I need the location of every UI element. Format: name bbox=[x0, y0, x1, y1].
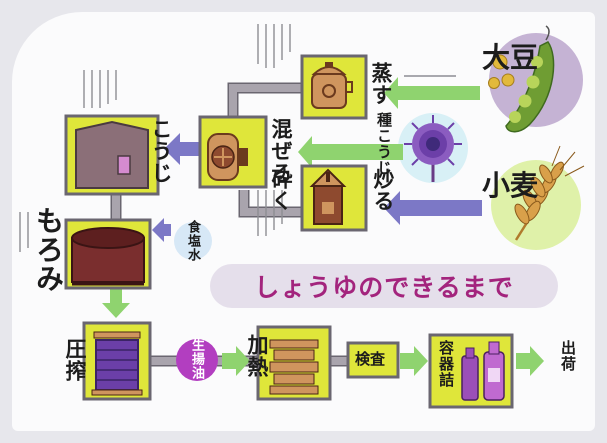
arrow-inspect-to-bottle bbox=[400, 346, 428, 376]
label-ship: 出荷 bbox=[559, 340, 577, 372]
arrow-koji-starter-to-mix bbox=[298, 136, 403, 168]
note-koji-desc bbox=[83, 70, 117, 108]
label-koji-starter: 種こうじ bbox=[375, 112, 393, 176]
pipe-steam-to-mix bbox=[227, 82, 302, 122]
label-raw-soy-sauce: 生揚油 bbox=[189, 338, 204, 380]
label-steam: 蒸す bbox=[369, 62, 393, 106]
arrow-bottle-to-ship bbox=[516, 346, 544, 376]
soy-bottles-icon bbox=[461, 341, 505, 401]
box-inspect bbox=[346, 341, 400, 379]
note-steam-desc bbox=[257, 24, 291, 68]
label-heat: 加熱 bbox=[245, 334, 269, 378]
arrow-mix-to-koji bbox=[164, 133, 200, 165]
label-wheat: 小麦 bbox=[482, 169, 539, 202]
arrow-moromi-to-press bbox=[102, 289, 130, 318]
label-roast: 炒る bbox=[371, 168, 395, 212]
annotation-notes bbox=[19, 24, 456, 252]
label-soybean: 大豆 bbox=[482, 41, 539, 74]
koji-room-icon bbox=[75, 120, 149, 189]
label-crush: 砕く bbox=[269, 168, 293, 212]
mixing-drum-icon bbox=[207, 133, 248, 181]
soybean-pod-icon bbox=[488, 25, 555, 133]
note-crush-desc bbox=[257, 190, 283, 236]
label-moromi: もろみ bbox=[32, 206, 65, 293]
steamer-pot-icon bbox=[311, 62, 353, 109]
crusher-icon bbox=[309, 168, 347, 225]
label-salt-water: 食塩水 bbox=[185, 220, 200, 262]
arrow-salt-to-moromi bbox=[152, 218, 171, 242]
arrow-soybean-to-steam bbox=[384, 77, 480, 109]
label-mix: 混ぜる bbox=[269, 118, 293, 184]
diagram-title: しょうゆのできるまで bbox=[254, 273, 514, 302]
title-banner: しょうゆのできるまで bbox=[210, 264, 558, 308]
moromi-tank-icon bbox=[71, 227, 145, 286]
label-koji: こうじ bbox=[149, 118, 173, 184]
koji-mold-icon bbox=[404, 115, 462, 182]
heating-tank-icon bbox=[269, 339, 319, 395]
note-moromi-desc bbox=[19, 212, 29, 252]
arrow-raw-to-heat bbox=[222, 346, 250, 376]
label-press: 圧搾 bbox=[63, 338, 87, 382]
label-bottle: 容器詰 bbox=[437, 340, 455, 388]
press-machine-icon bbox=[91, 331, 143, 396]
salt-water-drop bbox=[174, 222, 212, 260]
arrow-wheat-to-roast bbox=[384, 191, 482, 225]
flow-arrows bbox=[102, 77, 544, 376]
raw-soy-drop bbox=[176, 339, 218, 381]
label-inspect: 検査 bbox=[355, 350, 386, 368]
wheat-ear-icon bbox=[514, 145, 585, 241]
